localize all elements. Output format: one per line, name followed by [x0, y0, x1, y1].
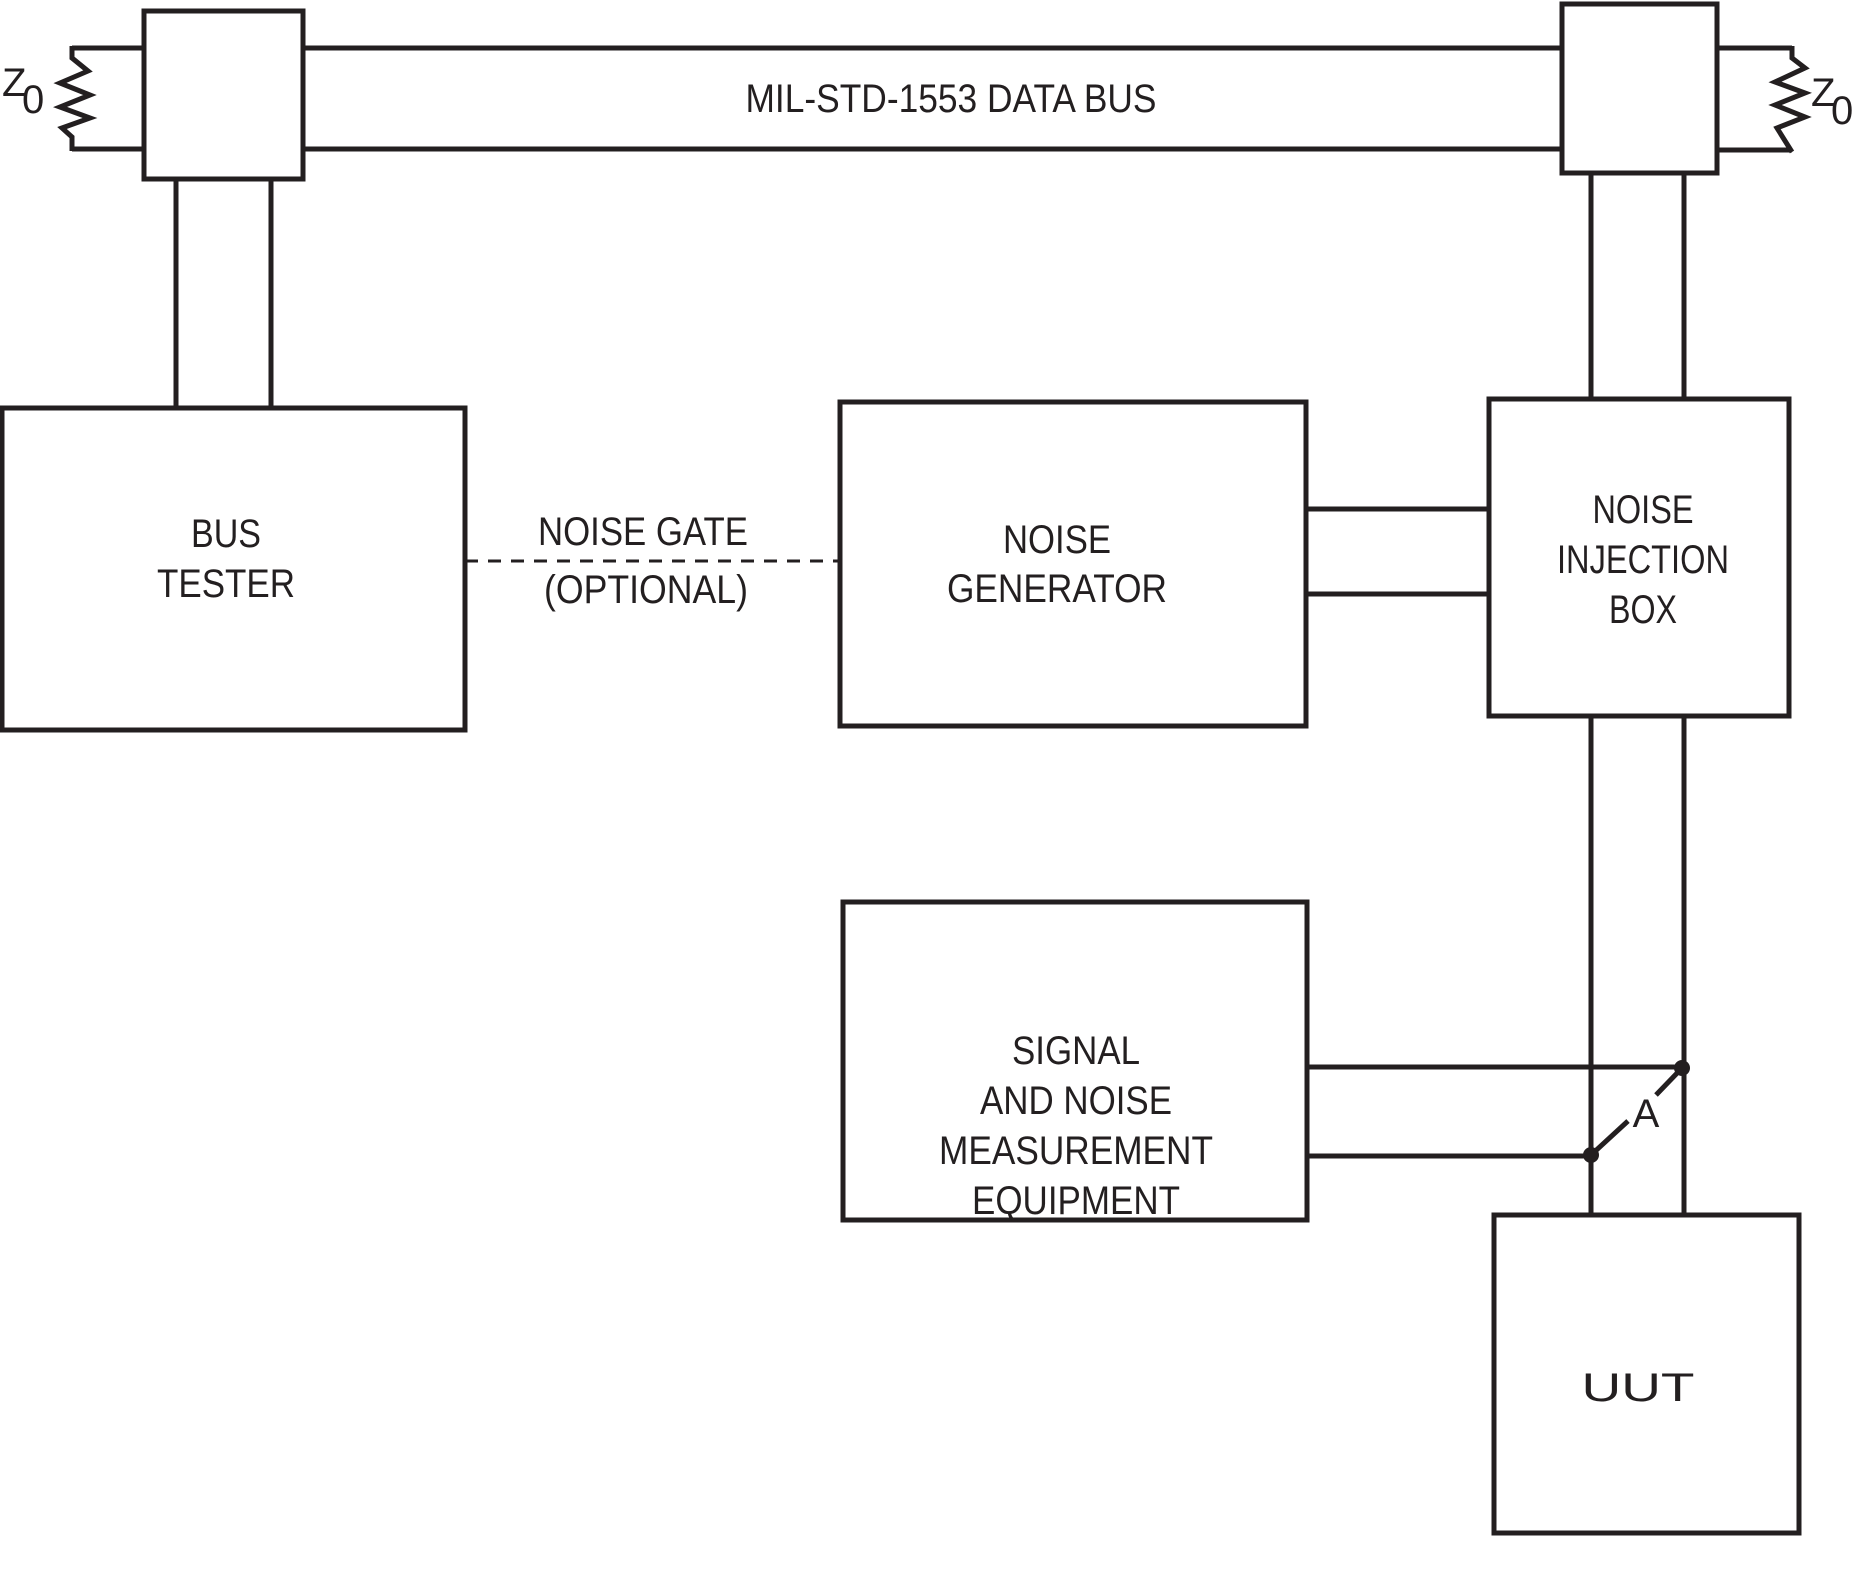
noise-injection-label-line-2: INJECTION	[1557, 538, 1729, 582]
noise-injection-label-line-3: BOX	[1609, 588, 1677, 632]
noise-generator-label-line-2: GENERATOR	[947, 567, 1167, 611]
bus-coupler-right	[1559, 1, 1720, 176]
resistor-icon	[1768, 46, 1812, 154]
resistor-icon	[53, 46, 98, 151]
noise-gate-connection: NOISE GATE (OPTIONAL)	[465, 510, 840, 612]
noise-generator-block: NOISE GENERATOR	[837, 399, 1309, 729]
bus-tester-block: BUS TESTER	[0, 405, 468, 733]
noise-generator-label-line-1: NOISE	[1003, 518, 1111, 562]
noise-gate-label: NOISE GATE	[538, 510, 748, 554]
noise-injection-box	[1486, 396, 1792, 719]
impedance-subscript-right: 0	[1831, 89, 1853, 133]
switch-a: A	[1583, 1060, 1690, 1163]
measurement-label-line-1: SIGNAL	[1012, 1029, 1140, 1073]
uut-box	[1491, 1212, 1802, 1536]
measurement-label-line-4: EQUIPMENT	[972, 1179, 1180, 1223]
impedance-subscript-left: 0	[22, 78, 44, 122]
noise-injection-block: NOISE INJECTION BOX	[1486, 396, 1792, 719]
uut-block: UUT	[1491, 1212, 1802, 1536]
measurement-equipment-block: SIGNAL AND NOISE MEASUREMENT EQUIPMENT	[840, 899, 1310, 1223]
termination-resistor-right: Z 0	[1768, 46, 1853, 154]
noise-injection-label-line-1: NOISE	[1593, 488, 1694, 532]
termination-resistor-left: Z 0	[2, 46, 98, 151]
switch-label: A	[1633, 1092, 1660, 1136]
measurement-label-line-3: MEASUREMENT	[939, 1129, 1213, 1173]
switch-line-upper	[1654, 1066, 1684, 1097]
impedance-symbol-left: Z	[2, 61, 26, 105]
bus-label: MIL-STD-1553 DATA BUS	[746, 77, 1157, 121]
data-bus: MIL-STD-1553 DATA BUS	[72, 45, 1792, 153]
noise-generator-box	[837, 399, 1309, 729]
bus-tester-box	[0, 405, 468, 733]
noise-gate-optional-label: (OPTIONAL)	[544, 568, 748, 612]
measurement-equipment-box	[840, 899, 1310, 1223]
measurement-label-line-2: AND NOISE	[980, 1079, 1172, 1123]
bus-coupler-left	[141, 8, 306, 182]
bus-tester-label-line-2: TESTER	[157, 562, 295, 606]
uut-label: UUT	[1582, 1366, 1695, 1410]
impedance-symbol-right: Z	[1811, 71, 1835, 115]
bus-tester-label-line-1: BUS	[191, 512, 261, 556]
switch-line-lower	[1589, 1119, 1630, 1157]
